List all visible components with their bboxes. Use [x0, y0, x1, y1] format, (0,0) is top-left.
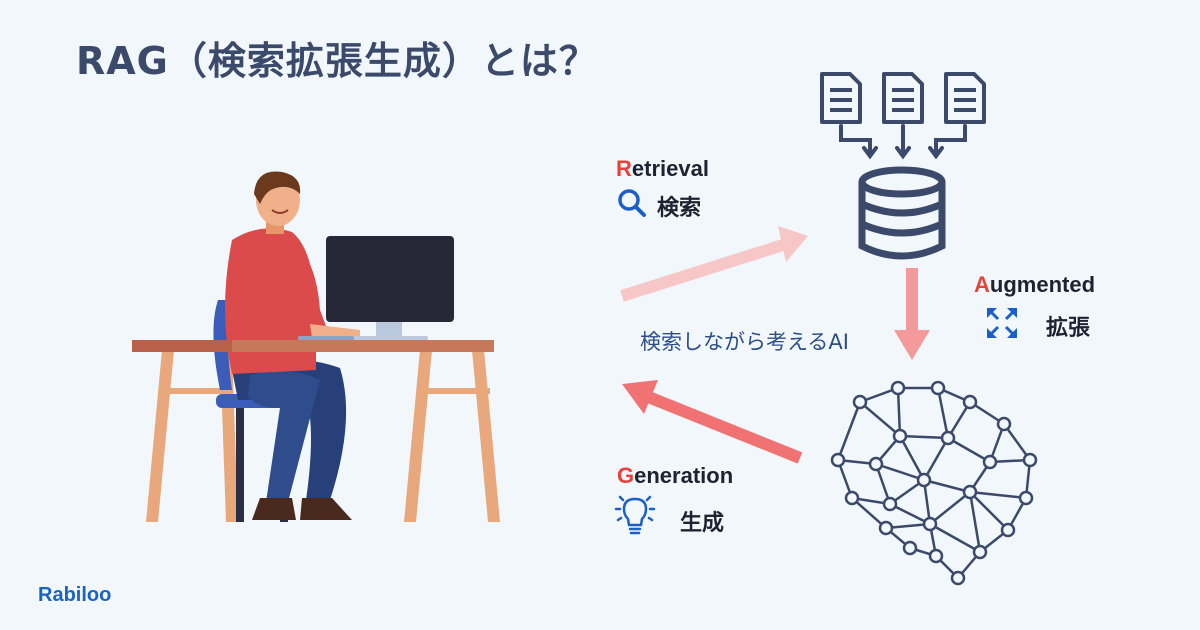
page-title: RAG（検索拡張生成）とは？	[76, 39, 598, 83]
documents-icon	[820, 72, 986, 160]
search-icon	[618, 189, 646, 217]
brand-logo: Rabiloo	[38, 584, 112, 606]
generation-jp-label: 生成	[680, 511, 725, 536]
person-at-desk-illustration	[132, 171, 500, 522]
augmented-label: Augmented	[974, 272, 1096, 297]
retrieval-arrow	[620, 226, 808, 302]
generation-arrow	[622, 380, 803, 464]
expand-arrows-icon	[987, 308, 1017, 338]
augmented-arrow	[894, 268, 930, 360]
lightbulb-icon	[614, 495, 656, 535]
generation-label: Generation	[617, 463, 734, 488]
retrieval-label: Retrieval	[616, 156, 709, 181]
retrieval-jp-label: 検索	[657, 196, 702, 221]
brain-network-icon	[830, 380, 1038, 586]
cycle-caption: 検索しながら考えるAI	[640, 330, 849, 354]
database-icon	[858, 166, 946, 260]
augmented-jp-label: 拡張	[1046, 316, 1091, 341]
